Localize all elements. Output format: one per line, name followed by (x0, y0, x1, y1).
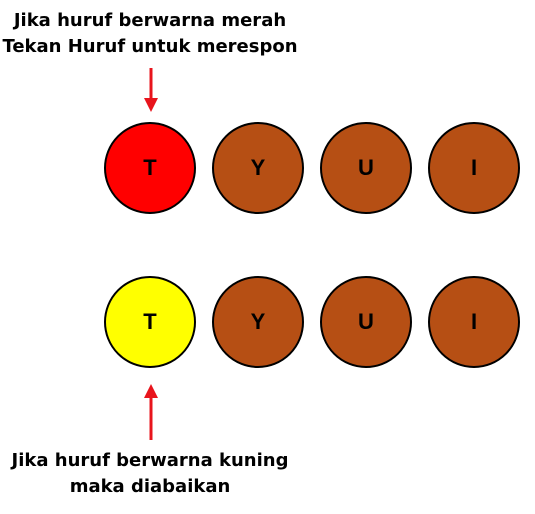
instruction-yellow-line2: maka diabaikan (69, 476, 231, 497)
arrow-up-icon (143, 384, 159, 440)
letter-label: I (470, 155, 478, 180)
instruction-red-line1: Jika huruf berwarna merah (13, 10, 287, 31)
instruction-yellow: Jika huruf berwarna kuning maka diabaika… (0, 448, 300, 500)
letter-circle-u[interactable]: U (320, 122, 412, 214)
letter-circle-y[interactable]: Y (212, 122, 304, 214)
letter-circle-t-red[interactable]: T (104, 122, 196, 214)
letter-circle-y[interactable]: Y (212, 276, 304, 368)
letter-circle-t-yellow[interactable]: T (104, 276, 196, 368)
letter-circle-i[interactable]: I (428, 276, 520, 368)
instruction-yellow-line1: Jika huruf berwarna kuning (11, 450, 289, 471)
arrow-down-icon (143, 68, 159, 112)
letter-circle-i[interactable]: I (428, 122, 520, 214)
letter-label: Y (250, 155, 266, 180)
letter-circle-u[interactable]: U (320, 276, 412, 368)
letter-label: U (358, 155, 374, 180)
letter-label: T (143, 155, 157, 180)
instruction-red-line2: Tekan Huruf untuk merespon (2, 36, 298, 57)
letter-label: Y (250, 309, 266, 334)
letter-label: U (358, 309, 374, 334)
letter-label: T (143, 309, 157, 334)
instruction-red: Jika huruf berwarna merah Tekan Huruf un… (0, 8, 300, 60)
letter-label: I (470, 309, 478, 334)
